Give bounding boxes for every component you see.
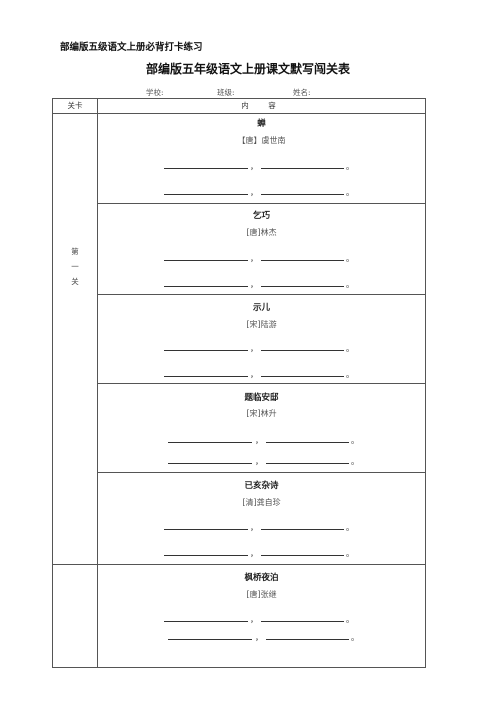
answer-line-row: ， 。 (98, 520, 425, 532)
class-label: 班级: (217, 88, 235, 97)
answer-blank[interactable] (164, 260, 248, 261)
comma: ， (250, 615, 258, 624)
answer-blank[interactable] (168, 442, 252, 443)
comma: ， (250, 280, 258, 289)
period: 。 (346, 162, 354, 171)
comma: ， (250, 523, 258, 532)
answer-blank[interactable] (261, 555, 344, 556)
period: 。 (351, 457, 359, 466)
comma: ， (255, 457, 263, 466)
row-divider (98, 472, 425, 473)
poem-cell: 示儿 [宋]陆游 ， 。 ， 。 (98, 294, 425, 383)
answer-line-row: ， 。 (98, 612, 425, 624)
poem-cell: 蝉 【唐】虞世南 ， 。 ， 。 (98, 113, 425, 203)
answer-blank[interactable] (266, 463, 349, 464)
answer-blank[interactable] (164, 555, 248, 556)
answer-blank[interactable] (164, 529, 248, 530)
answer-line-row: ， 。 (98, 546, 425, 558)
poem-author: [宋]林升 (246, 409, 277, 418)
comma: ， (250, 162, 258, 171)
answer-blank[interactable] (164, 286, 248, 287)
answer-blank[interactable] (261, 168, 344, 169)
poem-author: 【唐】虞世南 (237, 136, 286, 145)
answer-blank[interactable] (168, 639, 252, 640)
answer-blank[interactable] (261, 350, 344, 351)
poem-cell: 乞巧 [唐]林杰 ， 。 ， 。 (98, 203, 425, 294)
row-divider (98, 294, 425, 295)
recitation-table: 关卡 内 容 第 一 关 蝉 【唐】虞世南 ， 。 ， 。 乞巧 [唐]林杰 (52, 98, 426, 668)
answer-line-row: ， 。 (98, 185, 425, 197)
answer-line-row: ， 。 (98, 367, 425, 379)
header-divider (53, 113, 425, 114)
comma: ， (250, 344, 258, 353)
level-char: 一 (71, 262, 79, 271)
answer-line-row: ， 。 (98, 159, 425, 171)
answer-blank[interactable] (261, 260, 344, 261)
answer-line-row: ， 。 (98, 341, 425, 353)
answer-line-row: ， 。 (98, 277, 425, 289)
answer-blank[interactable] (266, 442, 349, 443)
poem-cell: 已亥杂诗 [清]龚自珍 ， 。 ， 。 (98, 472, 425, 564)
answer-blank[interactable] (164, 621, 248, 622)
poem-author: [唐]张继 (246, 590, 277, 599)
answer-line-row: ， 。 (98, 630, 425, 642)
row-divider (98, 383, 425, 384)
poem-cell: 枫桥夜泊 [唐]张继 ， 。 ， 。 (98, 565, 425, 668)
period: 。 (346, 523, 354, 532)
row-divider (98, 203, 425, 204)
poem-title: 示儿 (252, 303, 270, 313)
name-label: 姓名: (293, 88, 311, 97)
answer-blank[interactable] (261, 286, 344, 287)
period: 。 (346, 280, 354, 289)
answer-blank[interactable] (261, 194, 344, 195)
comma: ， (250, 188, 258, 197)
comma: ， (255, 436, 263, 445)
answer-line-row: ， 。 (98, 454, 425, 466)
comma: ， (250, 254, 258, 263)
answer-line-row: ， 。 (98, 251, 425, 263)
poem-title: 题临安邸 (244, 393, 279, 403)
poem-author: [清]龚自珍 (242, 498, 281, 507)
period: 。 (346, 370, 354, 379)
answer-line-row: ， 。 (98, 433, 425, 445)
answer-blank[interactable] (261, 529, 344, 530)
period: 。 (351, 633, 359, 642)
page-title: 部编版五年级语文上册课文默写闯关表 (145, 62, 350, 76)
level-label: 第 一 关 (53, 244, 97, 289)
level-divider (53, 564, 425, 565)
poem-cell: 题临安邸 [宋]林升 ， 。 ， 。 (98, 383, 425, 472)
answer-blank[interactable] (261, 621, 344, 622)
period: 。 (346, 615, 354, 624)
poem-author: [宋]陆游 (246, 320, 277, 329)
period: 。 (346, 254, 354, 263)
poem-title: 枫桥夜泊 (244, 573, 279, 583)
answer-blank[interactable] (164, 376, 248, 377)
period: 。 (351, 436, 359, 445)
column-header-level: 关卡 (67, 101, 83, 110)
poem-title: 乞巧 (252, 211, 270, 221)
comma: ， (250, 549, 258, 558)
column-divider (97, 99, 98, 667)
poem-title: 已亥杂诗 (244, 481, 279, 491)
answer-blank[interactable] (168, 463, 252, 464)
period: 。 (346, 344, 354, 353)
period: 。 (346, 188, 354, 197)
school-label: 学校: (146, 88, 164, 97)
poem-title: 蝉 (257, 119, 266, 129)
period: 。 (346, 549, 354, 558)
top-title: 部编版五级语文上册必背打卡练习 (60, 42, 203, 53)
answer-blank[interactable] (164, 168, 248, 169)
column-header-content: 内 容 (241, 101, 282, 110)
poem-author: [唐]林杰 (246, 228, 277, 237)
answer-blank[interactable] (266, 639, 349, 640)
comma: ， (255, 633, 263, 642)
level-char: 关 (71, 277, 79, 286)
level-char: 第 (71, 247, 79, 256)
answer-blank[interactable] (164, 194, 248, 195)
answer-blank[interactable] (164, 350, 248, 351)
comma: ， (250, 370, 258, 379)
answer-blank[interactable] (261, 376, 344, 377)
